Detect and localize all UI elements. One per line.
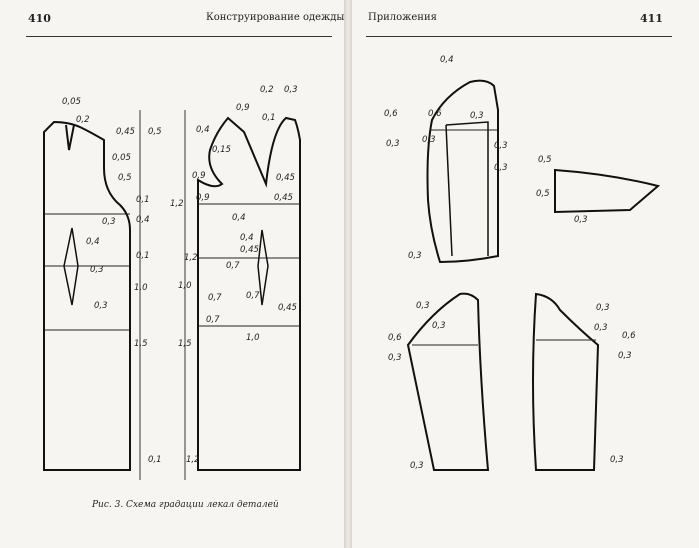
back-piece-grading-label: 0,2 <box>76 115 90 125</box>
front-piece-grading-label: 0,4 <box>240 233 254 243</box>
front-piece-grading-label: 0,9 <box>236 103 250 113</box>
front-piece-grading-label: 1,2 <box>184 253 198 263</box>
sleeve-top-inner <box>445 121 489 256</box>
back-piece-grading-label: 0,05 <box>62 97 81 107</box>
sleeve-right-grading-label: 0,6 <box>622 331 636 341</box>
front-piece-grading-label: 0,1 <box>262 113 276 123</box>
front-piece-grading-label: 0,4 <box>196 125 210 135</box>
cuff-outline <box>554 168 661 214</box>
back-piece-grading-label: 0,05 <box>112 153 131 163</box>
sleeve-top-grading-label: 0,6 <box>384 109 398 119</box>
sleeve-top-outline <box>426 79 499 264</box>
front-piece-grading-label: 0,7 <box>206 315 220 325</box>
sleeve-right-grading-label: 0,3 <box>610 455 624 465</box>
cuff-grading-label: 0,5 <box>538 155 552 165</box>
front-piece-grading-label: 0,7 <box>226 261 240 271</box>
sleeve-right-grading-label: 0,3 <box>596 303 610 313</box>
sleeve-top-grading-label: 0,3 <box>494 141 508 151</box>
right-header-rule <box>366 36 672 37</box>
back-piece-grading-label: 0,1 <box>136 195 150 205</box>
sleeve-top-grading-label: 0,3 <box>470 111 484 121</box>
sleeve-top-grading-label: 0,6 <box>428 109 442 119</box>
front-piece-grading-label: 0,3 <box>284 85 298 95</box>
back-waist-dart <box>63 227 79 306</box>
back-piece-grading-label: 0,3 <box>94 301 108 311</box>
sleeve-right-grading-label: 0,3 <box>594 323 608 333</box>
book-gutter <box>344 0 353 548</box>
right-page-number: 411 <box>640 12 663 25</box>
back-piece-grading-label: 0,4 <box>136 215 150 225</box>
sleeve-left-grading-label: 0,3 <box>416 301 430 311</box>
sleeve-top-grading-label: 0,3 <box>386 139 400 149</box>
sleeve-top-grading-label: 0,3 <box>408 251 422 261</box>
back-piece-grading-label: 0,4 <box>86 237 100 247</box>
back-piece-grading-label: 0,3 <box>90 265 104 275</box>
back-piece-grading-label: 0,5 <box>148 127 162 137</box>
sleeve-top-grading-label: 0,3 <box>422 135 436 145</box>
front-piece-grading-label: 1,0 <box>246 333 260 343</box>
front-piece-grading-label: 1,2 <box>170 199 184 209</box>
front-piece-grading-label: 1,0 <box>178 281 192 291</box>
sleeve-top-inner-2 <box>445 124 453 257</box>
front-piece-grading-label: 0,45 <box>278 303 297 313</box>
back-piece-grading-label: 0,3 <box>102 217 116 227</box>
left-header-rule <box>26 36 332 37</box>
back-piece-outline <box>43 120 131 471</box>
front-piece-grading-label: 1,2 <box>186 455 200 465</box>
back-piece-grading-label: 0,45 <box>116 127 135 137</box>
sleeve-left-grading-label: 0,6 <box>388 333 402 343</box>
front-piece-grading-label: 1,5 <box>178 339 192 349</box>
back-piece-grading-label: 0,1 <box>148 455 162 465</box>
cuff-grading-label: 0,5 <box>536 189 550 199</box>
sleeve-right-grading-label: 0,3 <box>618 351 632 361</box>
front-piece-grading-label: 0,9 <box>192 171 206 181</box>
left-running-title: Конструирование одежды <box>206 12 345 23</box>
sleeve-left-grading-label: 0,3 <box>410 461 424 471</box>
cuff-grading-label: 0,3 <box>574 215 588 225</box>
sleeve-left-grading-label: 0,3 <box>432 321 446 331</box>
front-piece-grading-label: 0,45 <box>240 245 259 255</box>
sleeve-right-outline <box>532 292 600 471</box>
left-page <box>0 0 345 548</box>
front-piece-grading-label: 0,7 <box>208 293 222 303</box>
back-piece-grading-label: 1,5 <box>134 339 148 349</box>
figure-caption: Рис. 3. Схема градации лекал деталей <box>92 500 279 510</box>
front-piece-grading-label: 0,15 <box>212 145 231 155</box>
right-page <box>352 0 699 548</box>
back-piece-grading-label: 1,0 <box>134 283 148 293</box>
front-piece-grading-label: 0,45 <box>274 193 293 203</box>
back-piece-grading-label: 0,1 <box>136 251 150 261</box>
sleeve-top-grading-label: 0,4 <box>440 55 454 65</box>
back-piece-grading-label: 0,5 <box>118 173 132 183</box>
front-piece-grading-label: 0,7 <box>246 291 260 301</box>
front-piece-grading-label: 0,9 <box>196 193 210 203</box>
front-piece-grading-label: 0,45 <box>276 173 295 183</box>
sleeve-top-grading-label: 0,3 <box>494 163 508 173</box>
left-page-number: 410 <box>28 12 51 25</box>
front-waist-dart <box>257 229 269 306</box>
sleeve-left-grading-label: 0,3 <box>388 353 402 363</box>
front-piece-grading-label: 0,4 <box>232 213 246 223</box>
back-neck-dart <box>65 124 75 151</box>
right-running-title: Приложения <box>368 12 437 23</box>
front-piece-outline <box>197 116 301 471</box>
sleeve-left-outline <box>406 292 490 471</box>
front-piece-grading-label: 0,2 <box>260 85 274 95</box>
